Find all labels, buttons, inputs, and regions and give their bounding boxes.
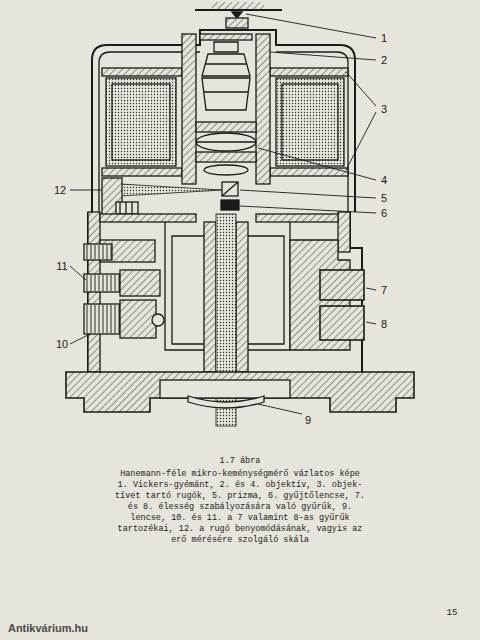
- callout-number: 10: [56, 339, 68, 350]
- callout-number: 7: [381, 285, 387, 296]
- figure-caption: Hanemann-féle mikro-keménységmérő vázlat…: [114, 469, 366, 546]
- figure-title: 1.7 ábra: [140, 456, 340, 467]
- callout-number: 6: [381, 208, 387, 219]
- drawing-lines: [66, 2, 414, 426]
- callout-number: 4: [381, 175, 387, 186]
- leader-lines: [70, 14, 376, 414]
- callout-number: 3: [381, 104, 387, 115]
- callout-number: 12: [54, 185, 66, 196]
- callout-number: 11: [56, 261, 67, 272]
- callout-number: 1: [381, 33, 387, 44]
- callout-number: 9: [305, 415, 311, 426]
- callout-number: 2: [381, 55, 387, 66]
- callout-number: 8: [381, 319, 387, 330]
- callout-number: 5: [381, 193, 387, 204]
- page-number: 15: [447, 609, 458, 618]
- watermark: Antikvárium.hu: [8, 623, 88, 634]
